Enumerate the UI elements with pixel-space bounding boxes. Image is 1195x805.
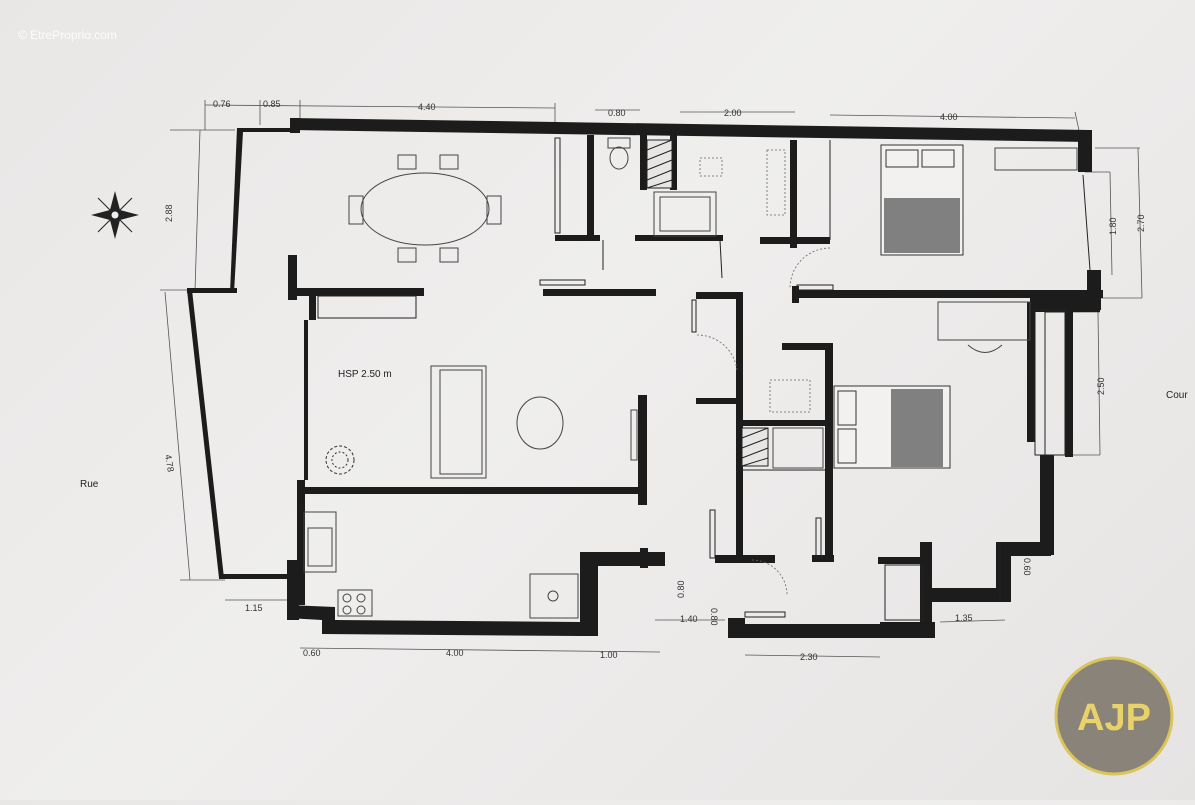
bed-icon: [880, 144, 964, 256]
dim-label: 4.00: [446, 648, 464, 658]
ceiling-height-label: HSP 2.50 m: [338, 369, 392, 380]
toilet-icon: [607, 137, 631, 170]
dim-label: 0.76: [213, 99, 231, 109]
dresser-icon: [994, 147, 1078, 171]
walls: [187, 118, 1103, 638]
dim-label: 2.50: [1096, 377, 1106, 395]
door-arcs: [696, 247, 831, 596]
plant-icon: [325, 445, 355, 475]
dim-label: 1.15: [245, 603, 263, 613]
dim-label: 2.70: [1136, 214, 1146, 232]
dim-label: 1.40: [680, 614, 698, 624]
logo-text: AJP: [1077, 697, 1151, 739]
dim-label: 4.00: [940, 112, 958, 122]
dim-label: 1.00: [600, 650, 618, 660]
washing-machine-icon: [529, 573, 579, 619]
tv-unit-icon: [630, 409, 638, 461]
dim-label: 4.78: [163, 454, 176, 473]
bed-icon: [833, 385, 951, 469]
dim-label: 1.80: [1108, 217, 1118, 235]
dining-table-icon: [348, 154, 502, 263]
dim-label: 2.88: [164, 204, 174, 222]
shower-icon: [741, 427, 769, 467]
dimension-lines: [160, 100, 1143, 658]
courtyard-label: Cour: [1166, 390, 1188, 401]
bathtub-inner: [659, 196, 711, 232]
bathtub-icon: [772, 427, 824, 469]
dim-label: 1.35: [955, 613, 973, 623]
dim-label: 2.00: [724, 108, 742, 118]
partitions: [317, 137, 1091, 621]
sink-icon: [699, 157, 723, 177]
compass-icon: [91, 191, 139, 239]
desk-icon: [937, 301, 1031, 353]
dim-label: 0.80: [709, 608, 719, 626]
dim-label: 0.80: [676, 580, 686, 598]
watermark: © EtreProprio.com: [18, 28, 117, 42]
stove-icon: [337, 589, 373, 617]
dim-label: 2.30: [800, 652, 818, 662]
agency-logo: AJP: [1054, 656, 1174, 776]
sink-icon: [769, 379, 811, 413]
dim-label: 0.85: [263, 99, 281, 109]
closet-icon: [766, 149, 786, 216]
dim-label: 4.40: [418, 102, 436, 112]
sofa-icon: [430, 365, 487, 479]
dim-label: 0.60: [303, 648, 321, 658]
bathtub-icon: [653, 191, 717, 237]
kitchen-sink-icon: [303, 511, 337, 573]
dim-label: 0.80: [608, 108, 626, 118]
shower-icon: [646, 139, 673, 189]
dim-label: 0.60: [1022, 558, 1032, 576]
street-label: Rue: [80, 479, 99, 490]
coffee-table-icon: [516, 396, 564, 450]
